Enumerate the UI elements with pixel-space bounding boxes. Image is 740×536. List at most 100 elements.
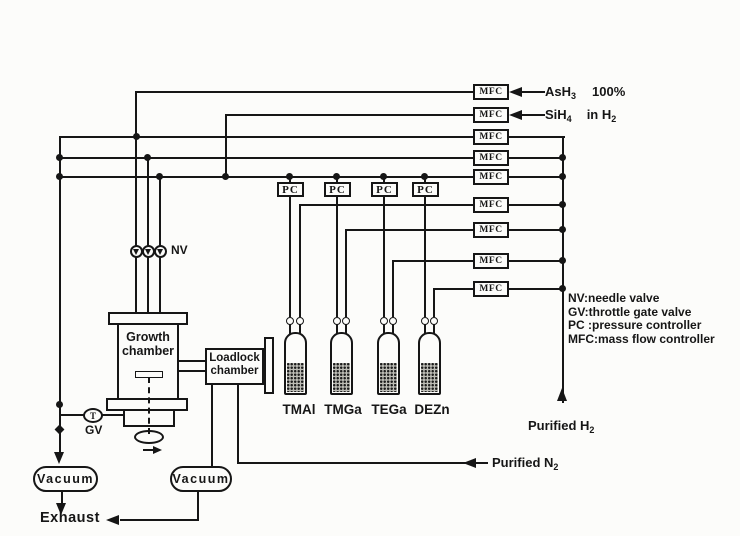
vacuum2-drain (197, 492, 199, 521)
bubbler-liquid (333, 363, 350, 392)
mfc-label: MFC (479, 153, 503, 163)
exhaust-arrow-left-icon (106, 515, 119, 525)
mfc-box-5: MFC (473, 169, 509, 185)
ash3-flow-arrow-icon (509, 87, 522, 97)
mfc-box-9: MFC (473, 281, 509, 297)
line-h2-manifold-1 (59, 136, 473, 138)
line-ash3-manifold (135, 91, 473, 93)
line-chamber-feed-2 (147, 157, 149, 313)
mfc-label: MFC (479, 172, 503, 182)
bubbler-bottle-tega (377, 332, 400, 395)
line-run-manifold (57, 176, 473, 178)
n2-riser (237, 384, 239, 464)
legend-mfc: MFC:mass flow controller (568, 331, 715, 346)
junction-dot (222, 173, 229, 180)
line-gv-right (102, 414, 123, 416)
line-bubbler2-supply (345, 229, 473, 231)
bubbler2-in-tube (345, 229, 347, 317)
bubbler4-in-tube (433, 288, 435, 317)
bubbler-valve-icon (389, 317, 397, 325)
pc2-stub (336, 176, 338, 184)
exhaust-label: Exhaust (40, 510, 100, 526)
line-vent-riser (59, 136, 61, 452)
h2-subscript: 2 (589, 425, 595, 435)
purified-n2-label: Purified N2 (492, 455, 558, 472)
line-sih4-manifold (225, 114, 473, 116)
bubbler-valve-icon (421, 317, 429, 325)
tube-stub (392, 324, 394, 336)
susceptor-shaft (148, 377, 150, 434)
bubbler-valve-icon (430, 317, 438, 325)
bubbler-liquid (421, 363, 438, 392)
line-mfc4-right (509, 157, 565, 159)
junction-dot (559, 285, 566, 292)
rotation-ellipse-icon (134, 430, 164, 444)
vacuum-label: Vacuum (172, 472, 230, 486)
tube-stub (424, 324, 426, 336)
legend-gv: GV:throttle gate valve (568, 304, 692, 319)
junction-dot (133, 133, 140, 140)
line-chamber-feed-3 (159, 176, 161, 313)
vacuum1-inlet-arrow-icon (54, 452, 64, 464)
mfc-box-8: MFC (473, 253, 509, 269)
bubbler-label-dezn: DEZn (414, 402, 450, 417)
valve-diamond-icon (54, 424, 65, 435)
growth-chamber-label-line1: Growth (126, 330, 170, 344)
loadlock-chamber-label: Loadlock chamber (205, 352, 264, 378)
sih4-carrier-subscript: 2 (611, 114, 617, 124)
loadlock-tube-top (179, 360, 206, 362)
loadlock-tube-bottom (179, 370, 206, 372)
line-mfc7-right (509, 229, 565, 231)
tube-stub (433, 324, 435, 336)
vacuum-pump-1: Vacuum (33, 466, 98, 492)
bubbler-valve-icon (342, 317, 350, 325)
bubbler-label-tega: TEGa (371, 402, 407, 417)
line-mfc9-right (509, 288, 565, 290)
sih4-flow-arrow-icon (509, 110, 522, 120)
bubbler-valve-icon (333, 317, 341, 325)
bubbler-bottle-tmal (284, 332, 307, 395)
pc1-stub (289, 176, 291, 184)
bubbler-valve-icon (286, 317, 294, 325)
bubbler-valve-icon (296, 317, 304, 325)
vacuum-pump-2: Vacuum (170, 466, 232, 492)
mfc-box-4: MFC (473, 150, 509, 166)
ash3-subscript: 3 (571, 91, 577, 101)
pc-box-4: PC (412, 182, 439, 197)
nv-label: NV (171, 243, 188, 257)
legend-nv: NV:needle valve (568, 291, 660, 305)
line-mfc8-right (509, 260, 565, 262)
bubbler-bottle-tmga (330, 332, 353, 395)
line-bubbler1-supply (299, 204, 473, 206)
tube-stub (336, 324, 338, 336)
rotation-arrow-line (143, 449, 154, 451)
bubbler2-out-tube (336, 196, 338, 317)
line-mfc6-right (509, 204, 565, 206)
rotation-arrow-icon (153, 446, 162, 454)
n2-text: Purified N (492, 455, 554, 470)
n2-line (237, 462, 488, 464)
loadlock-chamber-body (205, 348, 264, 385)
tube-stub (345, 324, 347, 336)
bubbler3-in-tube (392, 260, 394, 317)
growth-chamber-label: Growth chamber (117, 330, 179, 358)
legend: NV:needle valve GV:throttle gate valve P… (568, 291, 715, 346)
pc-box-1: PC (277, 182, 304, 197)
mfc-box-7: MFC (473, 222, 509, 238)
mfc-label: MFC (479, 225, 503, 235)
purified-h2-label: Purified H2 (528, 418, 595, 435)
junction-dot (56, 154, 63, 161)
mfc-label: MFC (479, 132, 503, 142)
legend-pc: PC :pressure controller (568, 318, 702, 332)
loadlock-label-line1: Loadlock (209, 352, 260, 364)
pc-label: PC (376, 183, 393, 196)
line-sih4-source (521, 114, 545, 116)
junction-dot (559, 257, 566, 264)
pc-box-3: PC (371, 182, 398, 197)
n2-flow-arrow-icon (463, 458, 476, 468)
pc-box-2: PC (324, 182, 351, 197)
ash3-purity: 100% (592, 84, 626, 99)
line-chamber-feed-1 (135, 91, 137, 313)
loadlock-flange (264, 337, 274, 394)
